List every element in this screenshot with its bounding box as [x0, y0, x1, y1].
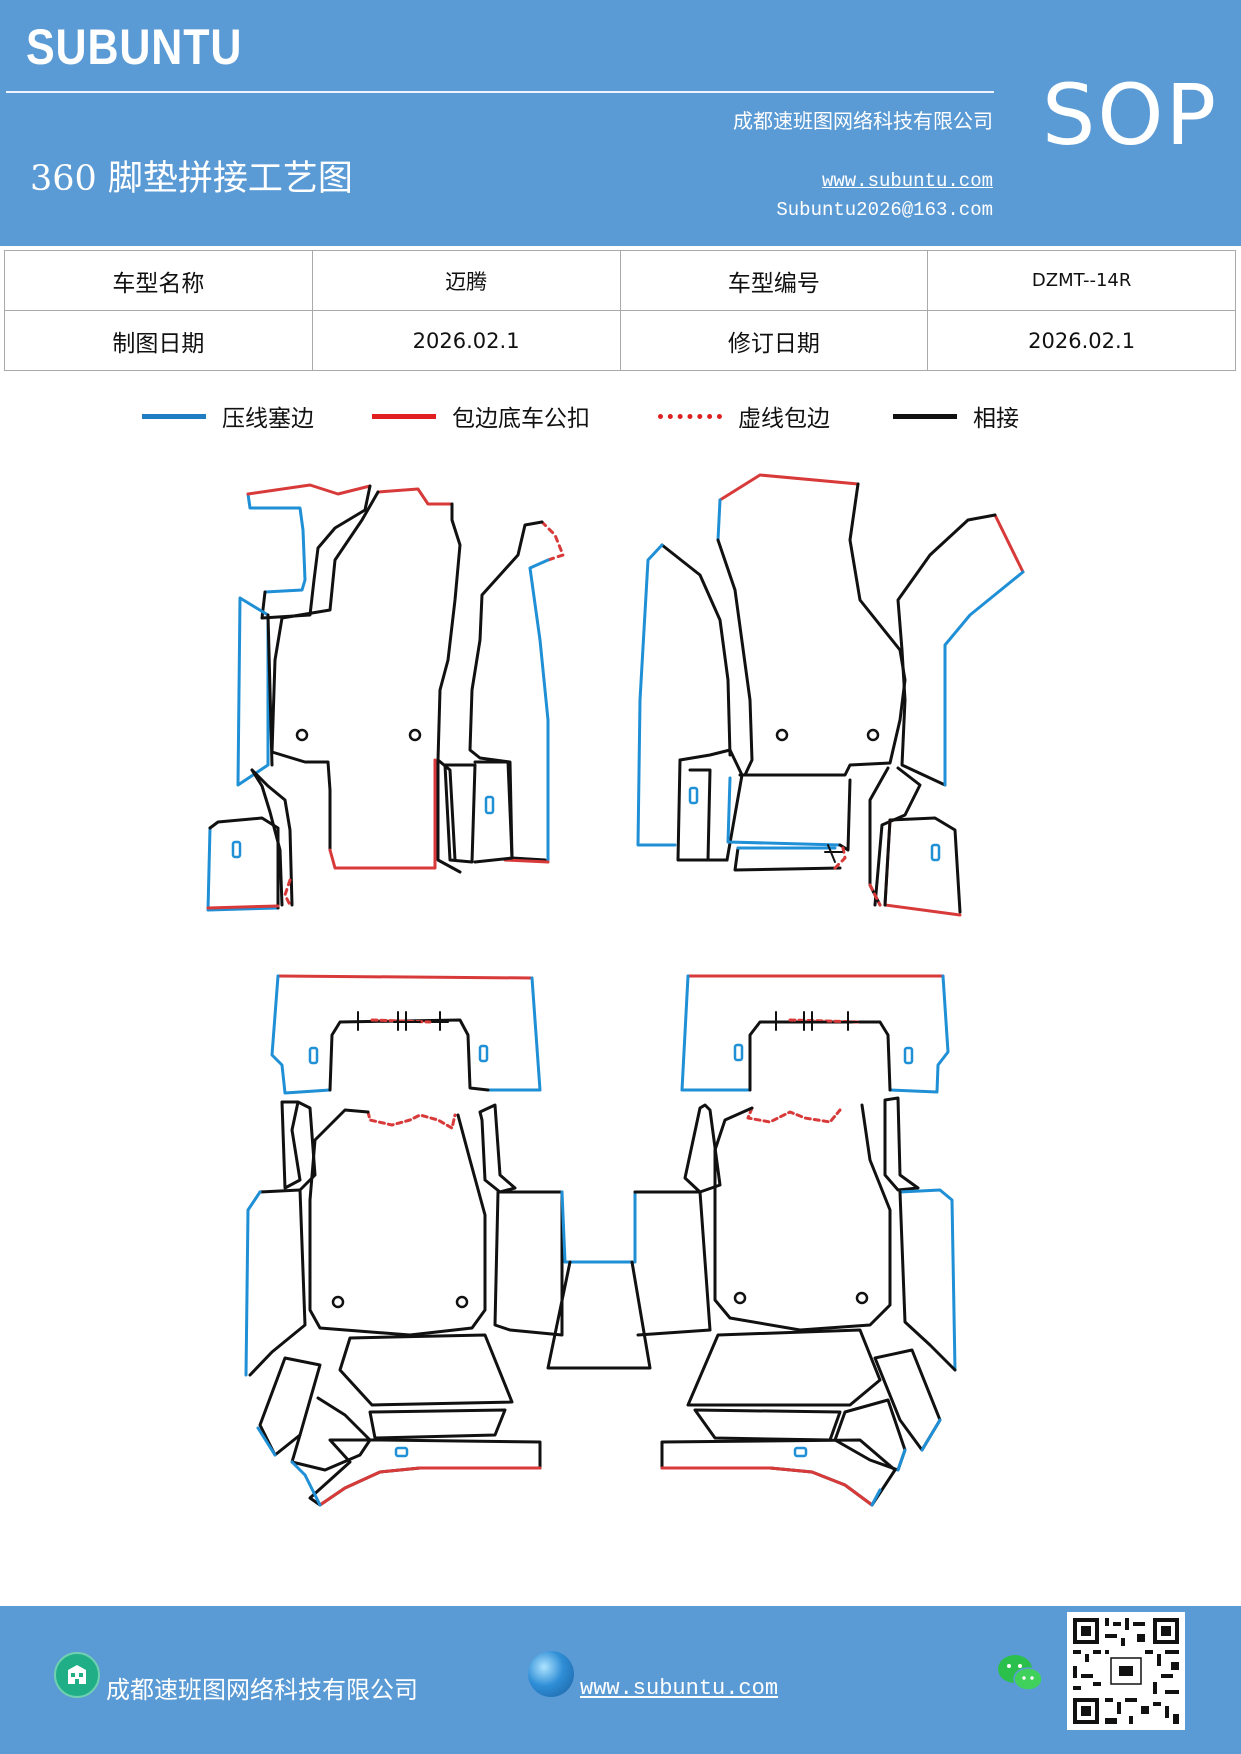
brand-logo: SUBUNTU	[26, 19, 243, 75]
building-icon	[68, 1665, 86, 1684]
legend-label: 相接	[973, 406, 1019, 432]
header-company: 成都速班图网络科技有限公司	[733, 109, 993, 133]
table-row: 车型名称 迈腾 车型编号 DZMT--14R	[4, 250, 1236, 311]
legend-item-red-edge: 包边底车公扣	[372, 396, 590, 436]
page-title: 360 脚垫拼接工艺图	[30, 159, 353, 199]
footer-company: 成都速班图网络科技有限公司	[106, 1676, 418, 1704]
legend-swatch-black	[893, 413, 957, 419]
legend-swatch-dotted	[658, 413, 722, 419]
header-website-link[interactable]: www.subuntu.com	[821, 170, 993, 192]
revise-date-value: 2026.02.1	[927, 310, 1236, 371]
header-email: Subuntu2026@163.com	[776, 199, 993, 221]
legend-label: 虚线包边	[738, 406, 830, 432]
legend-item-dotted-edge: 虚线包边	[658, 396, 830, 436]
header-bar	[0, 0, 1241, 246]
wechat-icon[interactable]	[996, 1652, 1044, 1694]
qr-code	[1067, 1612, 1185, 1730]
draw-date-value: 2026.02.1	[311, 310, 621, 371]
sop-badge: SOP	[1042, 66, 1219, 164]
rear-left-mat	[244, 974, 652, 1507]
front-left-mat	[206, 483, 565, 912]
legend-swatch-red	[372, 413, 436, 419]
globe-icon	[528, 1651, 574, 1697]
footer-website-link[interactable]: www.subuntu.com	[580, 1676, 779, 1701]
revise-date-label: 修订日期	[619, 310, 929, 371]
model-name-value: 迈腾	[311, 250, 621, 311]
legend-item-press-line: 压线塞边	[142, 396, 314, 436]
company-icon	[54, 1652, 100, 1698]
model-code-value: DZMT--14R	[927, 250, 1236, 311]
model-code-label: 车型编号	[619, 250, 929, 311]
draw-date-label: 制图日期	[4, 310, 313, 371]
legend-item-joined: 相接	[893, 396, 1019, 436]
header-divider	[6, 91, 994, 93]
table-row: 制图日期 2026.02.1 修订日期 2026.02.1	[4, 310, 1236, 371]
rear-right-mat	[633, 974, 957, 1507]
legend-label: 包边底车公扣	[452, 406, 590, 432]
model-name-label: 车型名称	[4, 250, 313, 311]
legend-label: 压线塞边	[222, 406, 314, 432]
info-table: 车型名称 迈腾 车型编号 DZMT--14R 制图日期 2026.02.1 修订…	[4, 250, 1236, 371]
legend-swatch-blue	[142, 413, 206, 419]
front-right-mat	[636, 473, 1025, 917]
